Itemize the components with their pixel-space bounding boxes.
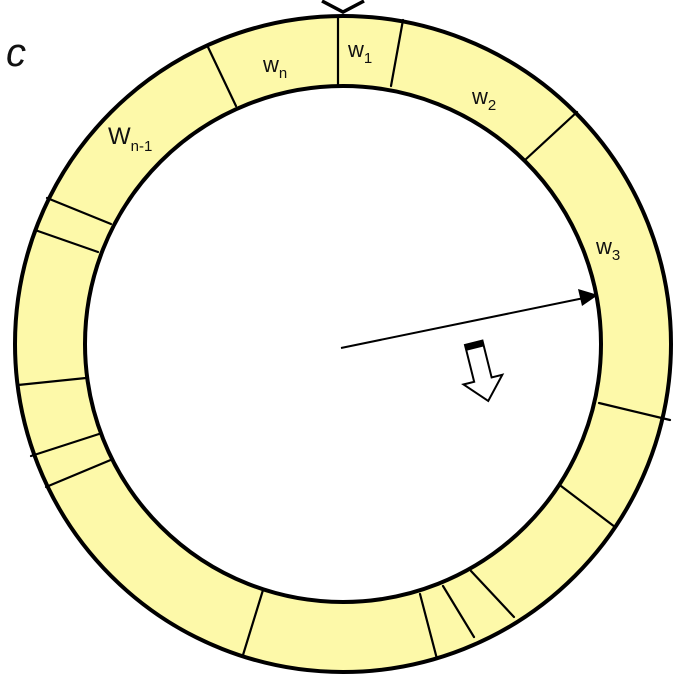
divider bbox=[389, 18, 405, 88]
radius-arrow-head bbox=[578, 289, 598, 306]
segment-label-w3: w3 bbox=[595, 234, 620, 264]
divider bbox=[441, 584, 476, 639]
divider bbox=[597, 401, 672, 422]
divider bbox=[418, 592, 439, 661]
divider bbox=[45, 196, 113, 226]
corner-label: c bbox=[6, 31, 26, 75]
segment-dividers bbox=[16, 14, 672, 661]
divider bbox=[44, 457, 115, 489]
divider bbox=[523, 110, 579, 162]
divider bbox=[29, 432, 101, 458]
segment-label-wn-1: Wn-1 bbox=[108, 123, 152, 155]
top-pointer-arrow bbox=[321, 0, 365, 14]
ring-inner-disc bbox=[83, 84, 603, 604]
divider bbox=[33, 228, 100, 254]
divider bbox=[241, 588, 265, 657]
segment-label-w2: w2 bbox=[471, 84, 496, 114]
segment-label-w1: w1 bbox=[347, 37, 372, 67]
divider bbox=[16, 376, 88, 387]
segment-label-wn: wn bbox=[262, 52, 287, 82]
divider bbox=[559, 484, 617, 529]
divider bbox=[205, 43, 238, 108]
spin-direction-arrow-icon bbox=[461, 339, 505, 403]
radius-arrow-line bbox=[340, 297, 585, 349]
divider bbox=[469, 569, 516, 619]
